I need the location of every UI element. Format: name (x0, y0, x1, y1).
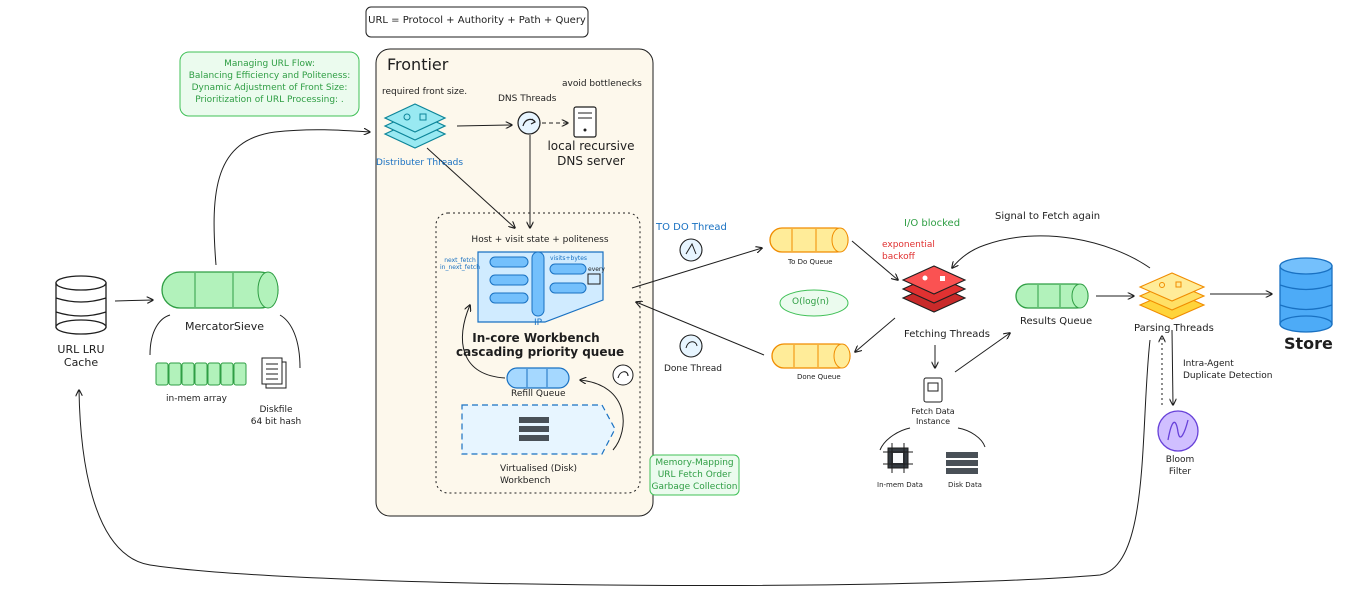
store-label: Store (1284, 334, 1333, 353)
memory-mapping-line-3: Garbage Collection (651, 482, 738, 492)
fetch-data-instance-icon (923, 377, 943, 403)
done-queue-icon (771, 343, 851, 369)
dns-server-label: local recursive DNS server (544, 139, 638, 169)
memory-mapping-note-box (649, 454, 740, 496)
url-flow-note: Managing URL Flow: Balancing Efficiency … (180, 58, 359, 106)
memory-mapping-line-1: Memory-Mapping (655, 458, 734, 468)
diskfile-line-2: 64 bit hash (250, 417, 302, 427)
cache-line-1: URL LRU (57, 343, 105, 356)
refresh-icon (612, 364, 634, 386)
url-flow-line-1: Managing URL Flow: (224, 59, 315, 69)
results-queue-icon (1015, 283, 1089, 309)
fetching-threads-label: Fetching Threads (904, 329, 990, 340)
io-blocked-label: I/O blocked (904, 218, 961, 229)
bloom-filter-icon (1157, 410, 1199, 452)
virtualised-label: Virtualised (Disk) Workbench (500, 463, 577, 487)
todo-thread-label: TO DO Thread (656, 222, 727, 233)
next-fetch-label: next_fetch in_next_fetch (440, 257, 480, 271)
done-thread-label: Done Thread (664, 364, 723, 374)
fetch-data-line-2: Instance (915, 417, 951, 426)
parsing-threads-label: Parsing Threads (1134, 323, 1214, 334)
fetch-data-line-1: Fetch Data (911, 407, 955, 416)
url-flow-note-box (179, 51, 360, 117)
exp-backoff-label: exponential backoff (882, 239, 935, 263)
url-flow-line-4: Prioritization of URL Processing: . (195, 95, 344, 105)
intra-agent-line-1: Intra-Agent (1183, 359, 1234, 369)
done-thread-icon (679, 334, 703, 358)
signal-fetch-label: Signal to Fetch again (995, 211, 1101, 222)
mercator-sieve-icon (161, 271, 279, 309)
frontier-title: Frontier (387, 55, 449, 74)
url-lru-cache-label: URL LRU Cache (40, 343, 122, 369)
diskfile-label: Diskfile 64 bit hash (240, 404, 312, 428)
virtualised-line-2: Workbench (500, 476, 551, 486)
diskfile-icon (261, 357, 287, 389)
fetch-data-instance-label: Fetch Data Instance (898, 407, 968, 427)
host-visit-state-label: Host + visit state + politeness (471, 235, 609, 245)
refill-queue-icon (506, 367, 570, 389)
todo-thread-icon (679, 238, 703, 262)
virtualised-line-1: Virtualised (Disk) (500, 464, 578, 474)
mercator-sieve-label: MercatorSieve (185, 320, 264, 333)
avoid-bottlenecks-label: avoid bottlenecks (562, 79, 642, 89)
url-flow-line-3: Dynamic Adjustment of Front Size: (191, 83, 348, 93)
intra-agent-label: Intra-Agent Duplicate Detection (1183, 358, 1272, 382)
olog-ellipse (779, 289, 849, 317)
distributer-threads-label: Distributer Threads (376, 158, 464, 168)
disk-data-label: Disk Data (948, 481, 982, 489)
formula-box (365, 6, 589, 38)
memory-mapping-note: Memory-Mapping URL Fetch Order Garbage C… (650, 457, 739, 493)
workbench-line-1: In-core Workbench (472, 331, 600, 345)
every-label: every (588, 266, 605, 273)
ip-label: IP (534, 318, 543, 328)
exp-backoff-line-2: backoff (882, 252, 915, 262)
in-mem-data-label: In-mem Data (877, 481, 923, 489)
bloom-line-2: Filter (1168, 467, 1192, 477)
in-mem-array-label: in-mem array (166, 394, 227, 404)
url-lru-cache-icon (55, 275, 107, 335)
fetching-threads-icon (901, 265, 967, 313)
intra-agent-line-2: Duplicate Detection (1183, 371, 1273, 381)
dns-server-icon (573, 106, 597, 138)
dns-threads-label: DNS Threads (498, 94, 557, 104)
refill-queue-label: Refill Queue (511, 389, 566, 399)
required-front-size: required front size. (382, 87, 468, 97)
olog-label: O(log(n) (792, 297, 830, 307)
bloom-filter-label: Bloom Filter (1160, 454, 1200, 478)
todo-queue-icon (769, 227, 849, 253)
todo-queue-label: To Do Queue (788, 258, 833, 266)
formula-text: URL = Protocol + Authority + Path + Quer… (368, 15, 586, 26)
cache-line-2: Cache (63, 356, 99, 369)
done-queue-label: Done Queue (797, 373, 841, 381)
store-icon (1279, 257, 1333, 333)
workbench-line-2: cascading priority queue (456, 345, 625, 359)
next-fetch-line-2: in_next_fetch (440, 264, 481, 271)
diskfile-line-1: Diskfile (259, 405, 293, 415)
exp-backoff-line-1: exponential (882, 240, 935, 250)
dns-threads-icon (517, 111, 541, 135)
workbench-region (435, 212, 641, 494)
bloom-line-1: Bloom (1165, 455, 1195, 465)
workbench-label: In-core Workbench cascading priority que… (456, 331, 625, 359)
disk-data-icon (946, 452, 978, 474)
virtualised-workbench-icon (461, 404, 616, 455)
parsing-threads-icon (1138, 272, 1206, 320)
in-mem-data-icon (883, 443, 913, 473)
next-fetch-line-1: next_fetch (444, 257, 476, 264)
distributer-threads-icon (383, 103, 447, 149)
in-mem-array-icon (155, 362, 247, 386)
memory-mapping-line-2: URL Fetch Order (657, 470, 732, 480)
dns-server-line-2: DNS server (557, 154, 625, 168)
dns-server-line-1: local recursive (547, 139, 635, 153)
visits-bytes-label: visits+bytes (550, 255, 588, 262)
in-core-workbench-icon (477, 251, 604, 323)
url-flow-line-2: Balancing Efficiency and Politeness: (188, 71, 351, 81)
results-queue-label: Results Queue (1020, 316, 1093, 327)
